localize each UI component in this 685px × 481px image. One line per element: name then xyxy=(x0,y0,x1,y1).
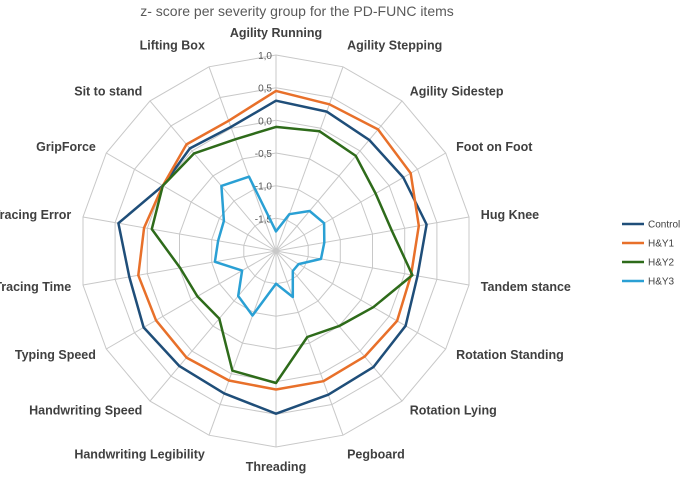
category-label: Tracing Error xyxy=(0,208,71,222)
category-label: Rotation Standing xyxy=(456,348,564,362)
legend-label: H&Y1 xyxy=(648,239,675,250)
category-label: Agility Stepping xyxy=(347,39,442,53)
category-label: Rotation Lying xyxy=(410,403,497,417)
category-label: GripForce xyxy=(36,140,96,154)
grid-spoke xyxy=(275,250,344,436)
tick-label: 1,0 xyxy=(258,51,272,62)
category-label: Agility Running xyxy=(230,26,322,40)
category-label: Tracing Time xyxy=(0,280,71,294)
series-lines xyxy=(117,89,428,415)
category-label: Tandem stance xyxy=(481,280,571,294)
grid-spoke xyxy=(275,250,446,350)
tick-label: -1,0 xyxy=(255,182,273,193)
category-label: Sit to stand xyxy=(74,85,142,99)
tick-label: 0,5 xyxy=(258,84,272,95)
grid-spoke xyxy=(149,100,277,252)
category-label: Handwriting Speed xyxy=(29,403,142,417)
category-label: Threading xyxy=(246,460,306,474)
radar-tick-labels: 1,0 0,5 0,0 -0,5 -1,0 -1,5 xyxy=(255,51,273,225)
grid-spoke xyxy=(106,152,277,252)
tick-label: -1,5 xyxy=(255,214,273,225)
legend-label: H&Y3 xyxy=(648,277,675,288)
category-label: Foot on Foot xyxy=(456,140,533,154)
series-line xyxy=(213,175,326,317)
grid-spoke xyxy=(208,250,277,436)
grid-spoke xyxy=(82,216,277,252)
category-label: Hug Knee xyxy=(481,208,539,222)
category-label: Pegboard xyxy=(347,448,405,462)
category-label: Agility Sidestep xyxy=(410,85,504,99)
series-line xyxy=(137,89,421,391)
category-label: Handwriting Legibility xyxy=(74,448,205,462)
grid-spoke xyxy=(275,100,403,252)
category-label: Typing Speed xyxy=(15,348,96,362)
tick-label: -0,5 xyxy=(255,149,273,160)
grid-spoke xyxy=(275,216,470,252)
grid-spoke xyxy=(275,66,344,252)
grid-spoke xyxy=(275,152,446,252)
legend-label: Control xyxy=(648,220,680,231)
series-line xyxy=(117,99,428,415)
series-line xyxy=(150,125,414,385)
category-label: Lifting Box xyxy=(140,39,205,53)
grid-spoke xyxy=(106,250,277,350)
legend-label: H&Y2 xyxy=(648,258,675,269)
grid-spoke xyxy=(149,250,277,402)
tick-label: 0,0 xyxy=(258,116,272,127)
grid-spoke xyxy=(275,250,470,286)
chart-title: z- score per severity group for the PD-F… xyxy=(140,3,454,19)
grid-spoke xyxy=(208,66,277,252)
